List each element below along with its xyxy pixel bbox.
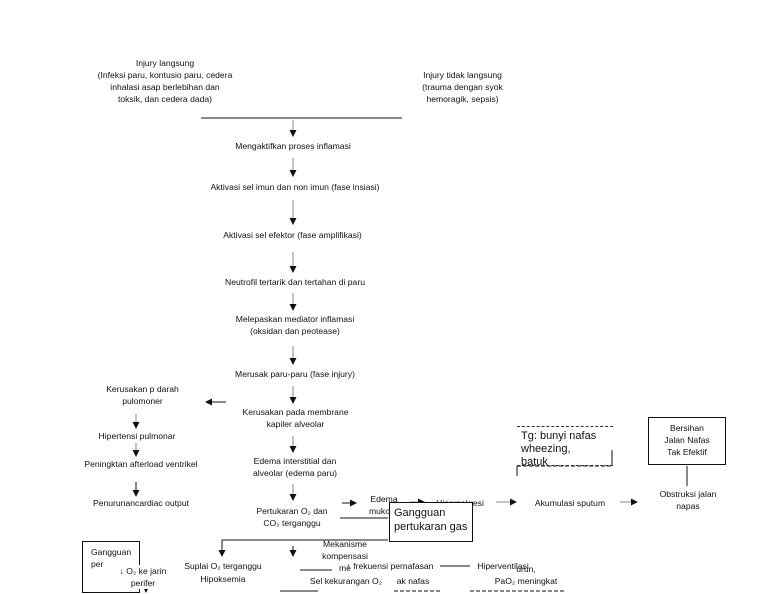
node-gas-exchange-disturbed: Pertukaran O₂ dan CO₂ terganggu	[256, 506, 328, 528]
node-edema-mucosa: Edema mukosa	[368, 494, 400, 516]
node-paco2: urun, PaO₂ meningkat	[494, 564, 558, 586]
node-injury-direct: Injury langsung (Infeksi paru, kontusio …	[97, 58, 233, 104]
node-resp-frequency: ↑ frekuensi pernafasan	[346, 561, 434, 571]
node-afterload: Peningktan afterload ventrikel	[84, 459, 198, 469]
node-injury-indirect: Injury tidak langsung (trauma dengan syo…	[422, 70, 503, 104]
node-o2-supply: Suplai O₂ terganggu	[184, 561, 262, 571]
node-inflammation: Mengaktifkan proses inflamasi	[235, 141, 351, 151]
sign-breath-sounds: Tg: bunyi nafas wheezing, batuk	[517, 426, 613, 466]
node-hypoxemia: Hipoksemia	[200, 574, 246, 584]
node-vessel-damage: Kerusakan p darah pulomoner	[106, 384, 179, 406]
diagnosis-airway-clearance: Bersihan Jalan Nafas Tak Efektif	[648, 417, 726, 465]
node-immune-activation: Aktivasi sel imun dan non imun (fase ins…	[210, 182, 380, 192]
node-mediator: Melepaskan mediator inflamasi (oksidan d…	[235, 314, 355, 336]
node-pulm-hypertension: Hipertensi pulmonar	[98, 431, 176, 441]
node-compensation: Mekanisme kompensasi me	[322, 539, 368, 573]
node-edema: Edema interstitial dan alveolar (edema p…	[252, 456, 338, 478]
node-shortness-breath: ak nafas	[396, 576, 430, 586]
node-effector-activation: Aktivasi sel efektor (fase amplifikasi)	[223, 230, 362, 240]
node-obstruction: Obstruksi jalan napas	[659, 489, 717, 511]
node-sputum: Akumulasi sputum	[534, 498, 606, 508]
node-neutrophil: Neutrofil tertarik dan tertahan di paru	[225, 277, 365, 287]
node-o2-tissue: ↓ O₂ ke jarin perifer	[108, 565, 178, 589]
diagnosis-gas-exchange: Gangguan pertukaran gas	[389, 502, 473, 542]
node-membrane-damage: Kerusakan pada membrane kapiler alveolar	[242, 407, 349, 429]
node-hyperventilation: Hiperventilasi	[477, 561, 529, 571]
node-cardiac-output: Penurunancardiac output	[92, 498, 190, 508]
node-lung-damage: Merusak paru-paru (fase injury)	[235, 369, 355, 379]
node-o2-shortage: Sel kekurangan O₂	[309, 576, 383, 586]
